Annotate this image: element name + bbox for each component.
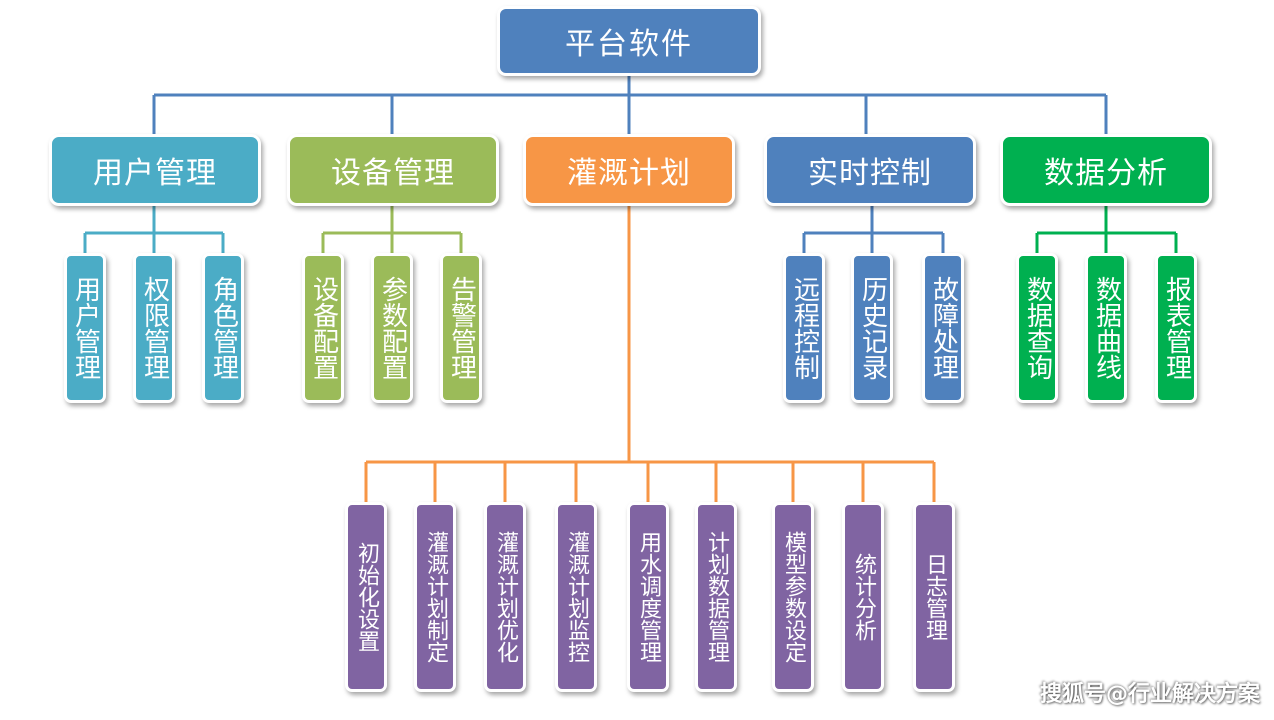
plan-child-model-parameters: 模型参数设定 xyxy=(772,502,814,692)
plan-child-init-settings: 初始化设置 xyxy=(345,502,387,692)
user-child-permission-management: 权限管理 xyxy=(133,253,175,403)
user-child-user-management: 用户管理 xyxy=(64,253,106,403)
plan-child-water-dispatch: 用水调度管理 xyxy=(627,502,669,692)
realtime-connectors xyxy=(802,206,945,253)
data-connectors xyxy=(1035,206,1178,253)
plan-child-plan-optimization: 灌溉计划优化 xyxy=(484,502,526,692)
device-connectors xyxy=(321,206,463,253)
module-user-management: 用户管理 xyxy=(49,134,261,206)
data-child-data-curve: 数据曲线 xyxy=(1085,253,1127,403)
plan-child-statistics: 统计分析 xyxy=(842,502,884,692)
data-child-report-management: 报表管理 xyxy=(1155,253,1197,403)
plan-child-plan-data-management: 计划数据管理 xyxy=(695,502,737,692)
module-device-management: 设备管理 xyxy=(287,134,499,206)
watermark-text: 搜狐号@行业解决方案 xyxy=(1039,682,1260,707)
device-child-parameter-config: 参数配置 xyxy=(371,253,413,403)
plan-child-plan-creation: 灌溉计划制定 xyxy=(414,502,456,692)
irrigation-connectors xyxy=(364,206,936,502)
plan-child-plan-monitoring: 灌溉计划监控 xyxy=(555,502,597,692)
realtime-child-history-record: 历史记录 xyxy=(851,253,893,403)
module-data-analysis: 数据分析 xyxy=(1000,134,1212,206)
module-irrigation-plan: 灌溉计划 xyxy=(523,134,735,206)
plan-child-log-management: 日志管理 xyxy=(913,502,955,692)
user-connectors xyxy=(83,206,225,253)
realtime-child-remote-control: 远程控制 xyxy=(783,253,825,403)
root-node: 平台软件 xyxy=(497,6,761,76)
realtime-child-fault-handling: 故障处理 xyxy=(922,253,964,403)
module-realtime-control: 实时控制 xyxy=(764,134,976,206)
data-child-data-query: 数据查询 xyxy=(1016,253,1058,403)
user-child-role-management: 角色管理 xyxy=(202,253,244,403)
device-child-device-config: 设备配置 xyxy=(302,253,344,403)
root-connectors xyxy=(152,76,1108,134)
device-child-alarm-management: 告警管理 xyxy=(440,253,482,403)
